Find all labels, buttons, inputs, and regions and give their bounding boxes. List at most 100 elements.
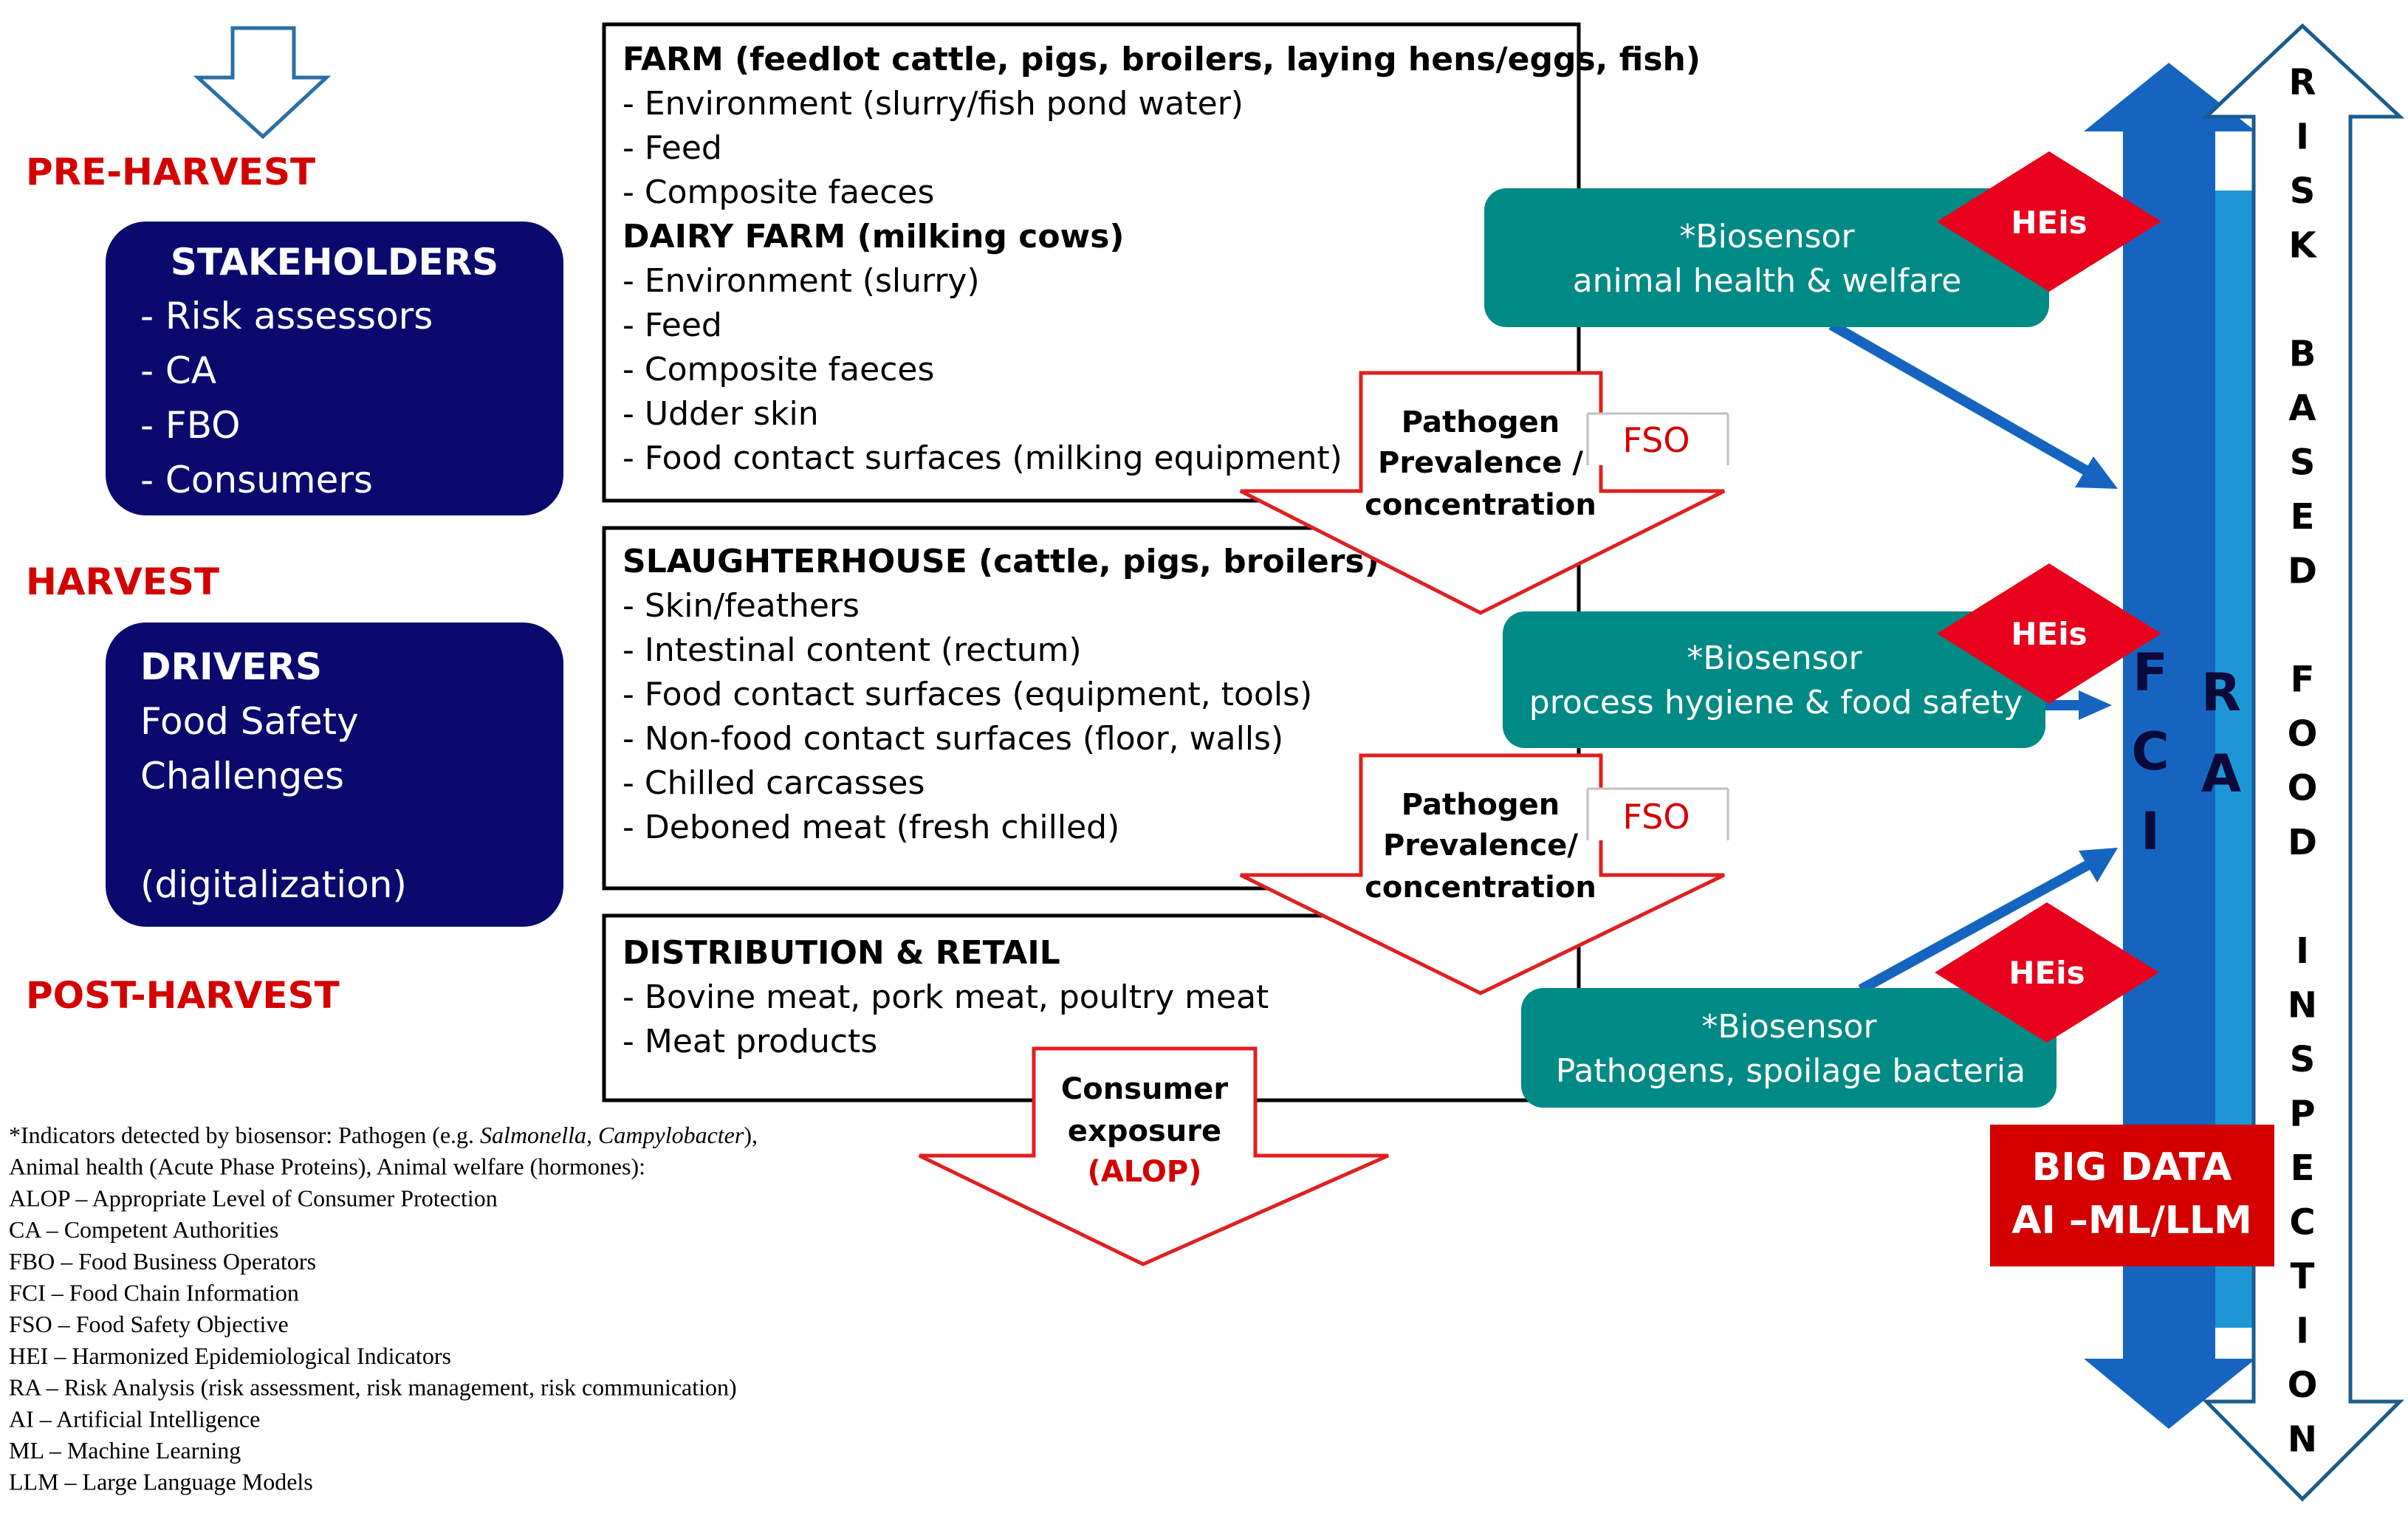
risk-based-letter: F <box>2291 659 2315 701</box>
risk-based-letter: S <box>2290 171 2316 212</box>
biosensor-label: *Biosensor <box>1701 1008 1877 1046</box>
stakeholder-item: - CA <box>140 349 216 392</box>
hei-label: HEis <box>2011 616 2087 652</box>
pathogen-arrow-line: concentration <box>1365 488 1596 522</box>
biosensor-process-hygiene: *Biosensor process hygiene & food safety… <box>1503 563 2161 748</box>
dairy-farm-title: DAIRY FARM (milking cows) <box>622 218 1125 255</box>
slaughterhouse-item: - Deboned meat (fresh chilled) <box>622 809 1119 846</box>
drivers-title: DRIVERS <box>140 645 322 688</box>
risk-based-letter: S <box>2290 1039 2316 1080</box>
big-data-box: BIG DATA AI –ML/LLM <box>1990 1125 2274 1266</box>
pathogen-arrow-2: Pathogen Prevalence/ concentration FSO <box>1239 753 1729 995</box>
risk-based-letter: N <box>2288 985 2317 1026</box>
risk-based-letter: E <box>2291 496 2315 538</box>
risk-based-letter: A <box>2288 388 2316 429</box>
consumer-arrow-line: exposure <box>1068 1114 1221 1148</box>
biosensor-description: Pathogens, spoilage bacteria <box>1556 1052 2025 1090</box>
pathogen-arrow-line: concentration <box>1365 871 1596 905</box>
distribution-item: - Bovine meat, pork meat, poultry meat <box>622 978 1269 1016</box>
footnote-line: AI – Artificial Intelligence <box>9 1405 260 1432</box>
slaughterhouse-item: - Chilled carcasses <box>622 764 925 802</box>
footnote-line: FCI – Food Chain Information <box>9 1280 299 1306</box>
pathogen-arrow-line: Prevalence/ <box>1383 829 1578 862</box>
hei-label: HEis <box>2009 955 2085 991</box>
footnote-line: FBO – Food Business Operators <box>9 1248 316 1275</box>
slaughterhouse-item: - Skin/feathers <box>622 587 860 625</box>
connector-arrow-1 <box>1828 320 2118 489</box>
risk-based-letter: O <box>2288 1365 2318 1406</box>
footnote-line: CA – Competent Authorities <box>9 1216 278 1243</box>
risk-based-letter: S <box>2290 442 2316 484</box>
slaughterhouse-box: SLAUGHTERHOUSE (cattle, pigs, broilers) … <box>602 526 1581 891</box>
footnote-line: ML – Machine Learning <box>9 1437 241 1464</box>
footnote-line: HEI – Harmonized Epidemiological Indicat… <box>9 1342 451 1369</box>
farm-title: FARM (feedlot cattle, pigs, broilers, la… <box>622 41 1701 78</box>
risk-based-letter: C <box>2289 1202 2315 1244</box>
connector-arrow-2 <box>2045 690 2112 720</box>
top-down-arrow <box>193 26 332 140</box>
drivers-box: DRIVERS Food Safety Challenges (digitali… <box>106 622 563 927</box>
pathogen-arrow-1: Pathogen Prevalence / concentration FSO <box>1239 371 1729 615</box>
slaughterhouse-item: - Non-food contact surfaces (floor, wall… <box>622 720 1283 758</box>
stage-pre-harvest: PRE-HARVEST <box>26 151 315 193</box>
farm-item: - Feed <box>622 129 722 167</box>
ra-letter: R <box>2201 662 2241 723</box>
slaughterhouse-title: SLAUGHTERHOUSE (cattle, pigs, broilers) <box>622 543 1379 580</box>
risk-based-letter: P <box>2289 1094 2315 1135</box>
dairy-item: - Food contact surfaces (milking equipme… <box>622 439 1342 477</box>
big-data-subtitle: AI –ML/LLM <box>2011 1198 2252 1243</box>
risk-based-letter: E <box>2291 1148 2315 1189</box>
distribution-item: - Meat products <box>622 1023 877 1060</box>
dairy-item: - Udder skin <box>622 395 819 433</box>
slaughterhouse-item: - Food contact surfaces (equipment, tool… <box>622 676 1312 713</box>
risk-based-letter: T <box>2291 1256 2315 1297</box>
footnote-line: ALOP – Appropriate Level of Consumer Pro… <box>9 1184 498 1211</box>
pathogen-arrow-line: Pathogen <box>1402 405 1560 439</box>
risk-based-letter: I <box>2296 930 2309 972</box>
dairy-item: - Feed <box>622 306 722 344</box>
biosensor-animal-health: *Biosensor animal health & welfare HEis <box>1484 151 2161 327</box>
pathogen-arrow-line: Pathogen <box>1402 788 1560 822</box>
footnote-line: LLM – Large Language Models <box>9 1469 313 1495</box>
slaughterhouse-item: - Intestinal content (rectum) <box>622 631 1082 669</box>
stage-harvest: HARVEST <box>26 560 219 603</box>
hei-label: HEis <box>2011 205 2087 241</box>
dairy-item: - Environment (slurry) <box>622 262 980 300</box>
stakeholder-item: - FBO <box>140 404 240 447</box>
risk-based-letter: R <box>2289 62 2316 103</box>
ra-letter: A <box>2201 744 2241 804</box>
stakeholders-title: STAKEHOLDERS <box>171 241 498 284</box>
risk-based-letter: O <box>2288 713 2318 755</box>
drivers-line: Challenges <box>140 755 344 798</box>
footnote-line: Animal health (Acute Phase Proteins), An… <box>9 1153 645 1180</box>
fci-letter: F <box>2133 642 2168 703</box>
risk-based-letter: N <box>2288 1419 2317 1461</box>
drivers-line: (digitalization) <box>140 863 407 906</box>
consumer-exposure-arrow: Consumer exposure (ALOP) <box>918 1046 1390 1266</box>
stage-post-harvest: POST-HARVEST <box>26 974 340 1017</box>
fci-letter: C <box>2131 721 2169 782</box>
footnote-line: FSO – Food Safety Objective <box>9 1311 289 1337</box>
risk-based-letter: B <box>2289 334 2316 375</box>
footnote-line: *Indicators detected by biosensor: Patho… <box>9 1122 758 1148</box>
farm-item: - Environment (slurry/fish pond water) <box>622 85 1244 123</box>
pathogen-arrow-line: Prevalence / <box>1378 446 1583 480</box>
fso-label: FSO <box>1622 797 1690 837</box>
footnotes: *Indicators detected by biosensor: Patho… <box>9 1122 758 1495</box>
biosensor-pathogens: *Biosensor Pathogens, spoilage bacteria … <box>1521 902 2159 1108</box>
fci-double-arrow <box>2084 63 2256 1429</box>
fci-letter: I <box>2141 801 2160 862</box>
alop-label: (ALOP) <box>1088 1155 1202 1189</box>
drivers-line: Food Safety <box>140 700 359 743</box>
stakeholders-box: STAKEHOLDERS - Risk assessors - CA - FBO… <box>106 222 563 515</box>
footnote-line: RA – Risk Analysis (risk assessment, ris… <box>9 1374 737 1401</box>
risk-based-letter: K <box>2288 225 2317 267</box>
risk-based-letter: D <box>2288 822 2317 863</box>
risk-based-letter: I <box>2296 117 2309 158</box>
biosensor-description: animal health & welfare <box>1573 262 1962 300</box>
hei-diamond <box>1937 563 2161 704</box>
connector-arrow-3 <box>1858 848 2118 995</box>
risk-based-letter: O <box>2288 768 2318 809</box>
